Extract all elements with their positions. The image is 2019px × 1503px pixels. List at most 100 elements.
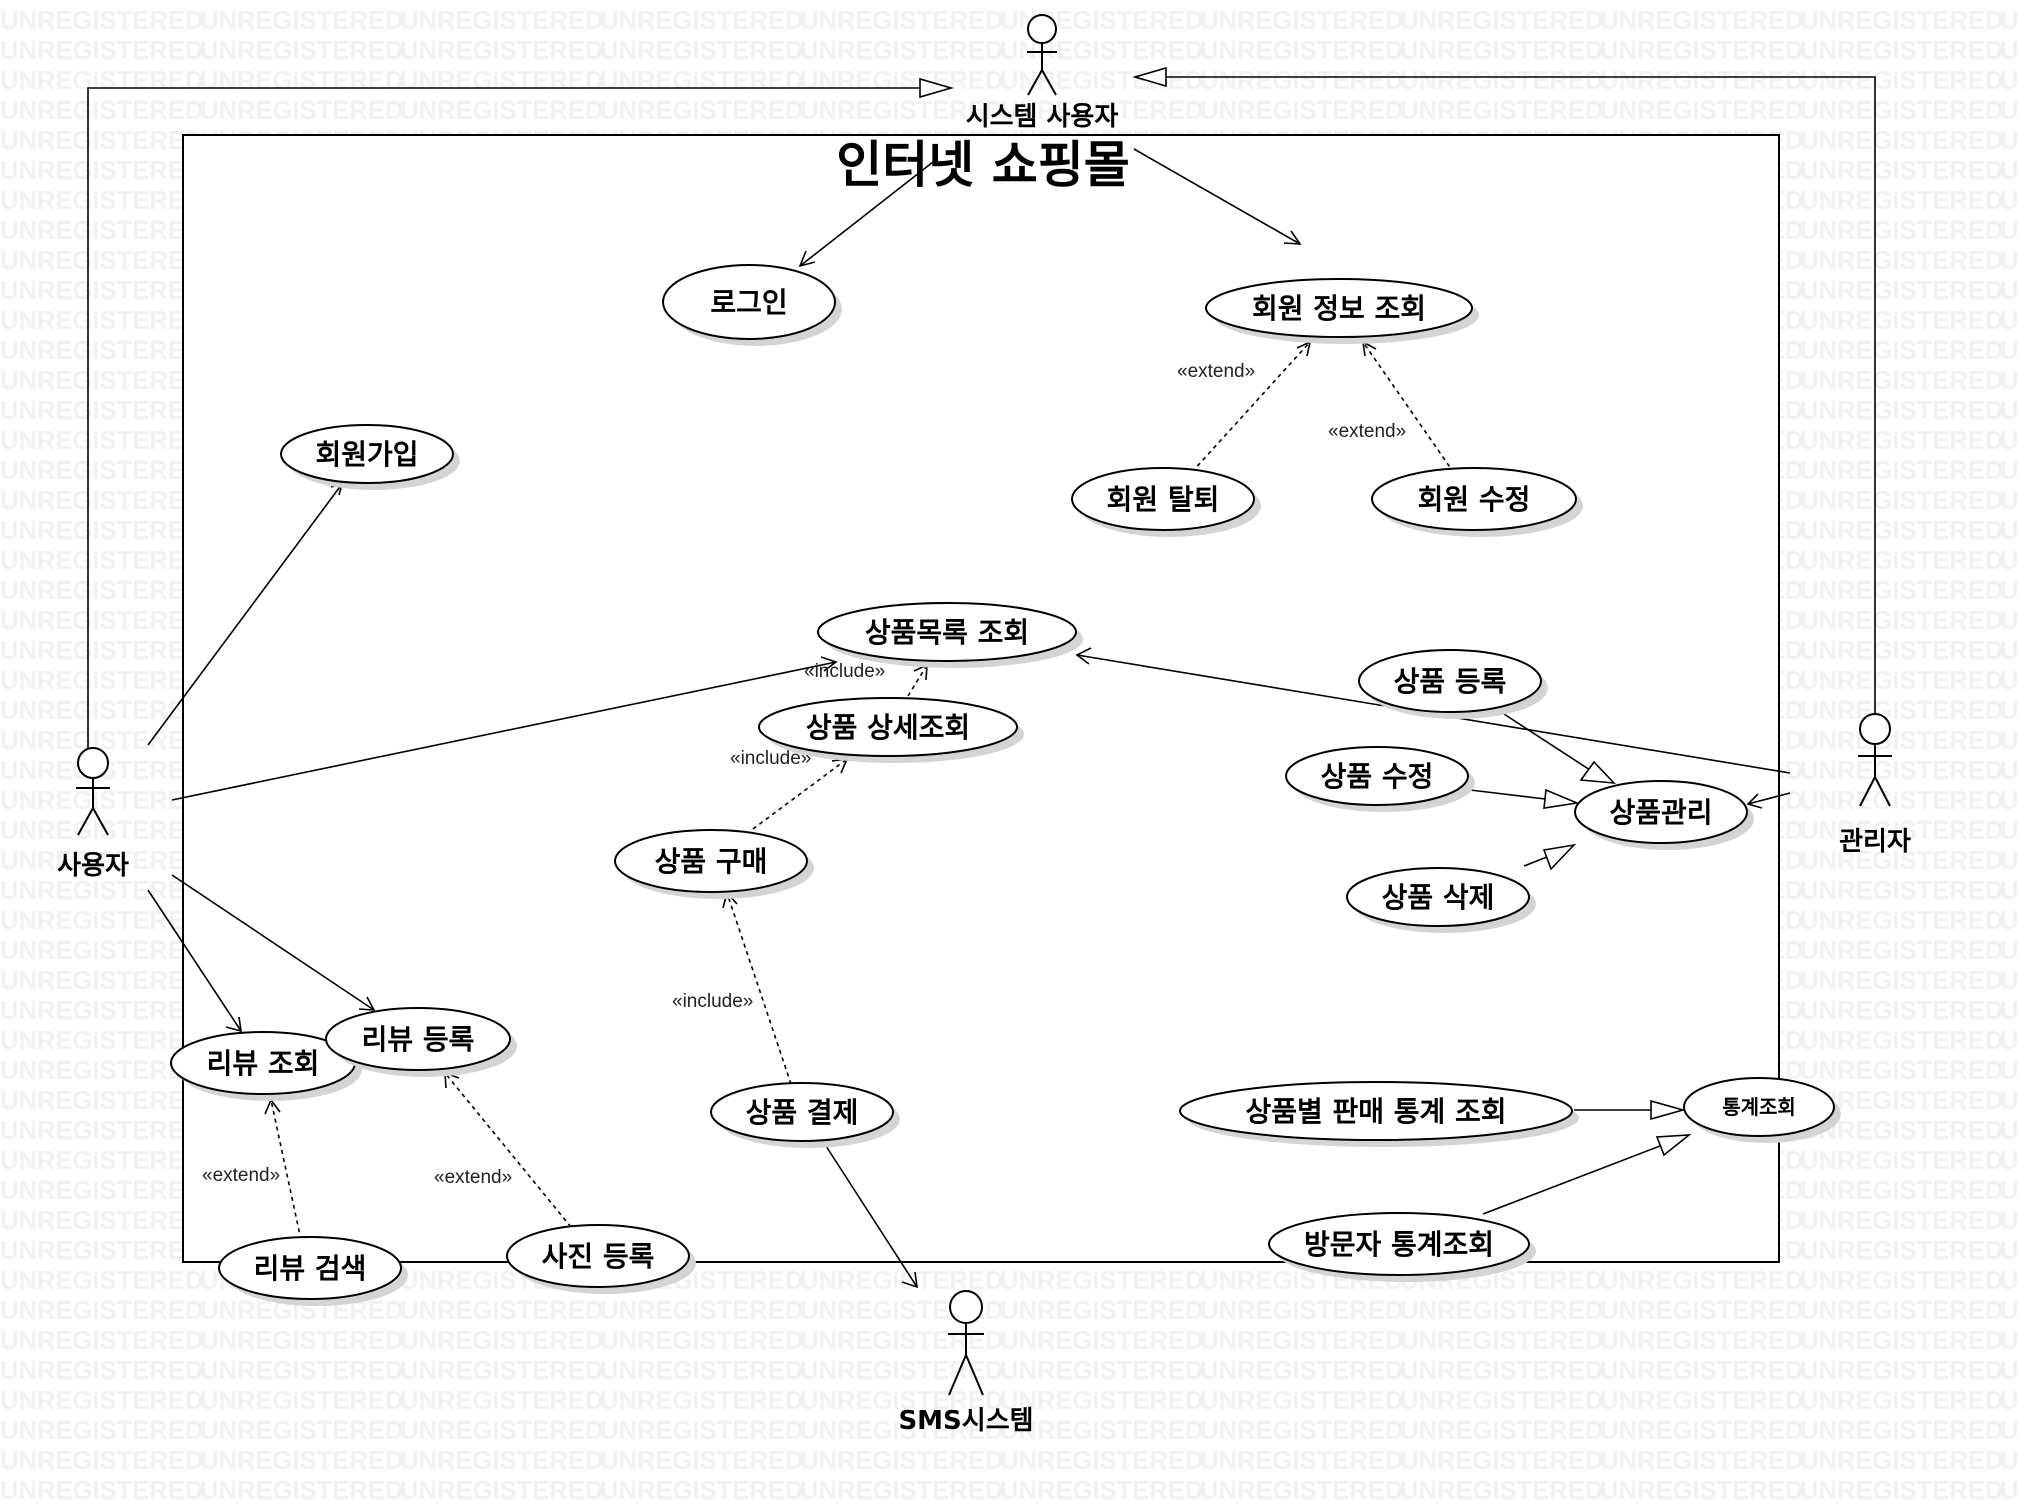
generalization-admin-to-system-user[interactable] [1132,66,1876,714]
use-case-review-view[interactable]: 리뷰 조회 [170,1031,362,1101]
assoc-admin-product-manage[interactable] [1746,792,1791,809]
assoc-pay-sms[interactable] [825,1145,918,1289]
use-case-product-list[interactable]: 상품목록 조회 [817,602,1083,668]
watermark-text: UNREGISTERED [800,37,1003,65]
watermark-text: UNREGISTERED [1400,1387,1603,1415]
watermark-text: UNREGISTERED [1600,1357,1803,1385]
watermark-text: UNREGISTERED [600,1357,803,1385]
watermark-text: UNREGISTERED [2000,637,2019,665]
watermark-text: UNREGISTERED [2000,1147,2019,1175]
watermark-text: UNREGISTERED [0,877,203,905]
use-case-visitor-stats[interactable]: 방문자 통계조회 [1268,1212,1536,1282]
watermark-text: UNREGISTERED [1200,1297,1403,1325]
watermark-text: UNREGISTERED [1000,1477,1203,1503]
watermark-text: UNREGISTERED [0,637,203,665]
stereotype-include-buy-detail: «include» [730,748,811,769]
use-case-login[interactable]: 로그인 [662,264,842,346]
watermark-text: UNREGISTERED [2000,787,2019,815]
svg-text:상품관리: 상품관리 [1609,796,1712,829]
watermark-text: UNREGISTERED [0,127,203,155]
watermark-text: UNREGISTERED [2000,877,2019,905]
watermark-text: UNREGISTERED [2000,67,2019,95]
boundary-title: 인터넷 쇼핑몰 [836,136,1129,194]
watermark-text: UNREGISTERED [2000,997,2019,1025]
use-case-product-edit[interactable]: 상품 수정 [1285,746,1475,812]
watermark-text: UNREGISTERED [1800,757,2003,785]
watermark-text: UNREGISTERED [0,1087,203,1115]
actor-admin[interactable]: 관리자 [1839,713,1911,857]
watermark-text: UNREGISTERED [0,1447,203,1475]
generalization-product-delete[interactable] [1523,843,1577,871]
svg-text:회원 정보 조회: 회원 정보 조회 [1252,292,1426,325]
use-case-review-search[interactable]: 리뷰 검색 [218,1236,408,1306]
watermark-text: UNREGISTERED [2000,1297,2019,1325]
use-case-member-info[interactable]: 회원 정보 조회 [1205,278,1479,344]
watermark-text: UNREGISTERED [200,1387,403,1415]
watermark-text: UNREGISTERED [1800,967,2003,995]
watermark-text: UNREGISTERED [2000,667,2019,695]
watermark-text: UNREGISTERED [200,7,403,35]
watermark-text: UNREGISTERED [1800,367,2003,395]
actor-sms-system[interactable]: SMS시스템 [898,1290,1034,1436]
watermark-text: UNREGISTERED [200,1327,403,1355]
assoc-user-review-register[interactable] [171,874,376,1011]
watermark-text: UNREGISTERED [2000,187,2019,215]
watermark-text: UNREGISTERED [2000,757,2019,785]
generalization-visitor-stats[interactable] [1482,1134,1692,1215]
actor-user[interactable]: 사용자 [57,747,129,881]
use-case-sales-stats[interactable]: 상품별 판매 통계 조회 [1179,1081,1579,1147]
watermark-text: UNREGISTERED [1800,1207,2003,1235]
watermark-text: UNREGISTERED [1400,1417,1603,1445]
generalization-product-edit[interactable] [1469,788,1580,809]
watermark-text: UNREGISTERED [0,997,203,1025]
generalization-sales-stats[interactable] [1574,1099,1686,1121]
use-case-signup[interactable]: 회원가입 [280,424,460,490]
watermark-text: UNREGISTERED [2000,547,2019,575]
watermark-text: UNREGISTERED [1800,1357,2003,1385]
watermark-text: UNREGISTERED [0,577,203,605]
use-case-product-pay[interactable]: 상품 결제 [710,1082,900,1148]
svg-text:사진 등록: 사진 등록 [542,1240,655,1273]
watermark-text: UNREGISTERED [1800,97,2003,125]
use-case-photo-register[interactable]: 사진 등록 [506,1224,696,1294]
use-case-stats[interactable]: 통계조회 [1683,1077,1841,1143]
assoc-system-user-login[interactable] [798,161,934,268]
watermark-text: UNREGISTERED [2000,127,2019,155]
watermark-text: UNREGISTERED [1800,727,2003,755]
watermark-text: UNREGISTERED [1800,1447,2003,1475]
actor-sms-system-label: SMS시스템 [898,1406,1033,1436]
use-case-product-register[interactable]: 상품 등록 [1358,649,1548,719]
use-case-review-register[interactable]: 리뷰 등록 [325,1007,517,1077]
watermark-text: UNREGISTERED [400,1387,603,1415]
generalization-product-register[interactable] [1503,713,1617,784]
watermark-text: UNREGISTERED [2000,217,2019,245]
use-case-member-edit[interactable]: 회원 수정 [1371,467,1583,537]
use-case-product-delete[interactable]: 상품 삭제 [1346,867,1536,933]
stereotype-include-detail-list: «include» [804,661,885,682]
watermark-text: UNREGISTERED [1800,1177,2003,1205]
watermark-text: UNREGISTERED [2000,1267,2019,1295]
watermark-text: UNREGISTERED [200,1447,403,1475]
assoc-user-review-view[interactable] [147,889,242,1033]
use-case-product-manage[interactable]: 상품관리 [1574,780,1754,850]
use-case-product-detail[interactable]: 상품 상세조회 [758,697,1024,763]
watermark-text: UNREGISTERED [800,1477,1003,1503]
watermark-text: UNREGISTERED [400,1447,603,1475]
assoc-system-user-member-info[interactable] [1133,148,1302,245]
watermark-text: UNREGISTERED [0,1147,203,1175]
watermark-text: UNREGISTERED [1800,637,2003,665]
watermark-text: UNREGISTERED [800,97,1003,125]
assoc-user-product-list[interactable] [171,656,838,801]
watermark-text: UNREGISTERED [200,1417,403,1445]
watermark-text: UNREGISTERED [600,67,803,95]
use-case-member-withdraw[interactable]: 회원 탈퇴 [1071,467,1261,537]
watermark-text: UNREGISTERED [1800,667,2003,695]
actor-system-user[interactable]: 시스템 사용자 [966,14,1119,132]
use-case-product-buy[interactable]: 상품 구매 [614,829,814,899]
watermark-text: UNREGISTERED [1800,607,2003,635]
generalization-user-to-system-user[interactable] [87,77,954,750]
watermark-text: UNREGISTERED [1800,517,2003,545]
watermark-text: UNREGISTERED [1200,1447,1403,1475]
watermark-text: UNREGISTERED [1000,1327,1203,1355]
watermark-text: UNREGISTERED [1200,1387,1403,1415]
